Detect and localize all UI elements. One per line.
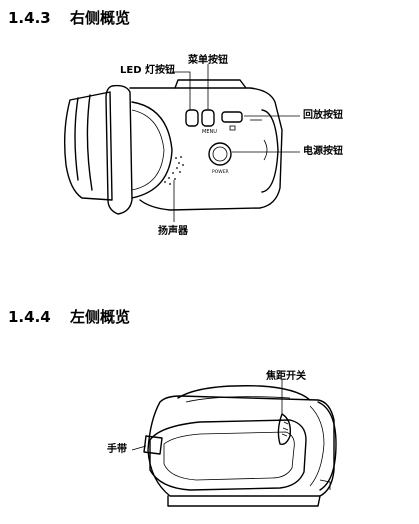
callout-playback-button: 回放按钮: [303, 110, 343, 121]
section-title: 右侧概览: [70, 9, 131, 27]
playback-button-shape[interactable]: [221, 111, 243, 123]
callout-speaker: 扬声器: [158, 226, 188, 237]
menu-device-label: MENU: [202, 129, 217, 135]
section-number: 1.4.4: [8, 308, 51, 326]
camcorder-left-side-figure: [131, 380, 337, 507]
section-heading-left-view: 1.4.4 左侧概览: [8, 306, 130, 327]
power-device-label: POWER: [212, 169, 229, 175]
callout-menu-button: 菜单按钮: [188, 55, 228, 66]
section-title: 左侧概览: [70, 308, 131, 326]
speaker-grille: [164, 156, 184, 185]
section-number: 1.4.3: [8, 9, 51, 27]
callout-led-button: LED 灯按钮: [120, 65, 175, 76]
camcorder-right-side-figure: MENU POWER: [63, 64, 300, 222]
hand-strap-shape: [149, 419, 307, 491]
power-button-shape[interactable]: [208, 142, 232, 166]
callout-zoom-switch: 焦距开关: [266, 371, 306, 382]
callout-power-button: 电源按钮: [303, 146, 343, 157]
zoom-switch-shape[interactable]: [277, 413, 292, 446]
menu-button-shape[interactable]: [201, 109, 215, 127]
led-button-shape[interactable]: [185, 109, 199, 127]
section-heading-right-view: 1.4.3 右侧概览: [8, 7, 130, 28]
callout-strap: 手带: [107, 444, 127, 455]
